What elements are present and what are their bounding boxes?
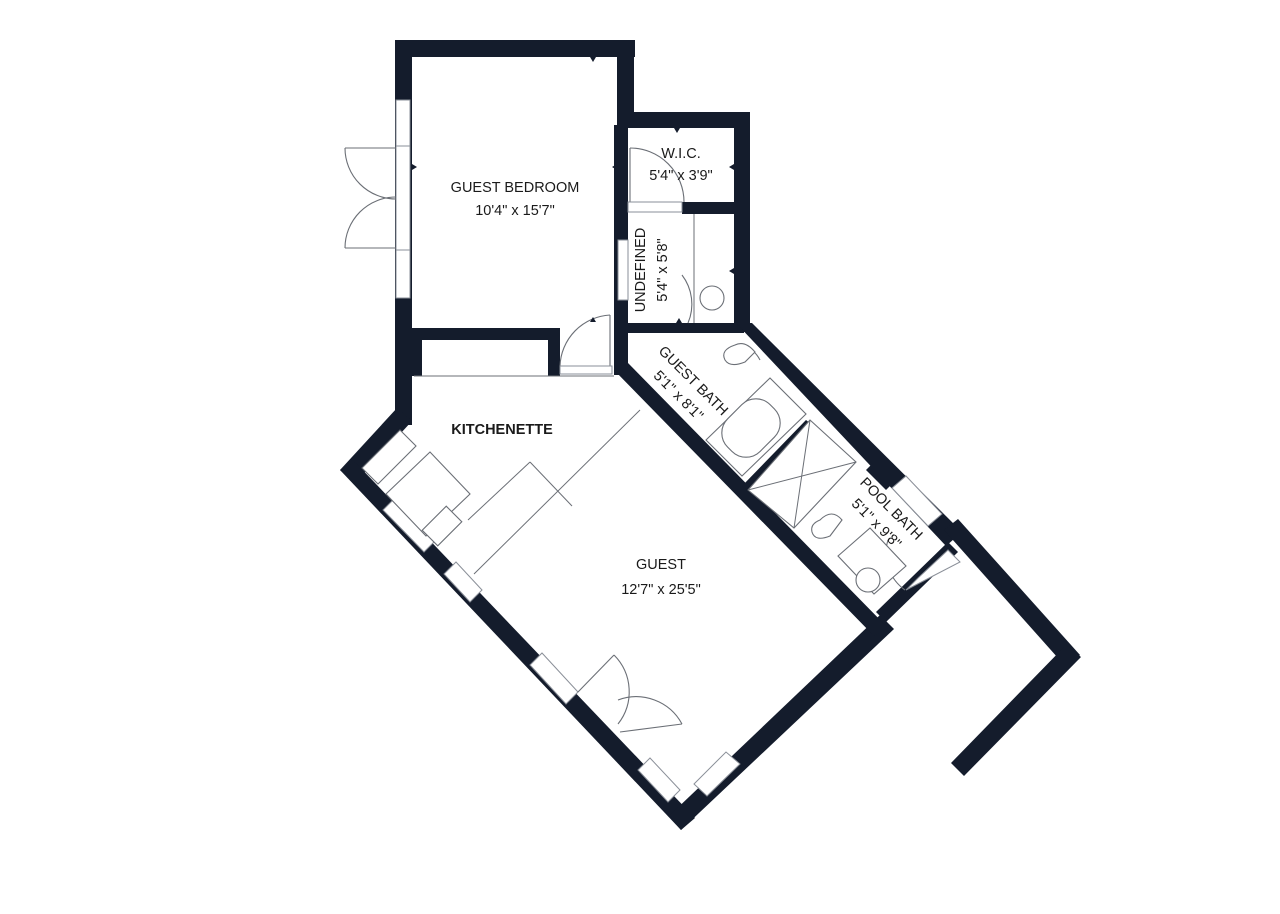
window xyxy=(395,249,411,299)
marker xyxy=(590,57,596,62)
counter-edge xyxy=(467,461,531,521)
kitchen-divider xyxy=(473,409,641,575)
counter-edge xyxy=(529,461,573,507)
bathtub-basin xyxy=(721,398,781,458)
windows xyxy=(382,99,961,803)
guest-bedroom-dims: 10'4" x 15'7" xyxy=(475,203,555,219)
kitchen-angle-wall xyxy=(340,408,412,483)
kitchenette-label: KITCHENETTE xyxy=(451,422,553,438)
guest-dims: 12'7" x 25'5" xyxy=(621,582,701,598)
marker xyxy=(766,734,772,740)
window xyxy=(637,757,681,803)
counter-icon xyxy=(361,429,417,485)
wic-top-wall xyxy=(617,112,750,128)
guest-label: GUEST xyxy=(636,557,686,573)
marker xyxy=(729,268,734,274)
pool-bath-corner xyxy=(866,456,900,490)
door-swing xyxy=(344,147,397,200)
marker xyxy=(676,318,682,323)
guest-bottom-wall xyxy=(669,615,894,830)
shower-x xyxy=(793,419,811,529)
doors xyxy=(344,147,906,733)
window xyxy=(617,239,629,301)
fixtures xyxy=(361,214,907,595)
door-leaf xyxy=(577,654,615,693)
sink-icon xyxy=(855,567,881,593)
dimension-markers xyxy=(412,57,772,740)
bath-diagonal-wall xyxy=(614,363,888,636)
door-frame xyxy=(559,365,613,375)
marker xyxy=(412,164,417,170)
marker xyxy=(674,128,680,133)
window xyxy=(693,751,741,797)
door-swing xyxy=(629,147,685,203)
kitchen-sink-icon xyxy=(421,505,463,547)
kitchen-nook-left xyxy=(410,336,422,376)
counter-icon xyxy=(385,451,471,537)
guest-bedroom-label: GUEST BEDROOM xyxy=(451,180,580,196)
window xyxy=(395,99,411,147)
bedroom-right-upper-wall xyxy=(617,40,634,115)
door-swing xyxy=(613,654,630,725)
door-leaf xyxy=(619,723,683,733)
bedroom-bottom-wall xyxy=(410,328,560,340)
window xyxy=(905,549,961,591)
door-frame xyxy=(627,201,683,213)
window xyxy=(891,475,943,527)
return-wall xyxy=(951,645,1081,776)
door-swing xyxy=(559,314,611,367)
wic-label: W.I.C. xyxy=(661,146,700,162)
sink-icon xyxy=(699,285,725,311)
undefined-bottom-wall xyxy=(626,323,744,333)
marker xyxy=(612,164,617,170)
pool-bath-wall xyxy=(944,519,1080,667)
kitchen-nook-wall xyxy=(548,328,560,376)
door-swing xyxy=(681,274,693,324)
undefined-dims: 5'4" x 5'8" xyxy=(655,238,671,301)
guest-left-wall xyxy=(340,462,695,830)
bedroom-top-wall xyxy=(395,40,635,57)
toilet-icon xyxy=(723,343,756,366)
door-swing xyxy=(617,696,683,725)
window xyxy=(529,652,579,705)
wic-right-wall xyxy=(734,112,750,332)
wic-bottom-wall xyxy=(682,202,738,214)
window xyxy=(395,145,411,251)
toilet-icon xyxy=(811,513,843,539)
door-swing xyxy=(344,196,397,249)
undefined-label: UNDEFINED xyxy=(633,228,649,313)
wic-dims: 5'4" x 3'9" xyxy=(649,168,712,184)
marker xyxy=(590,317,596,322)
marker xyxy=(729,164,734,170)
window xyxy=(443,561,483,603)
